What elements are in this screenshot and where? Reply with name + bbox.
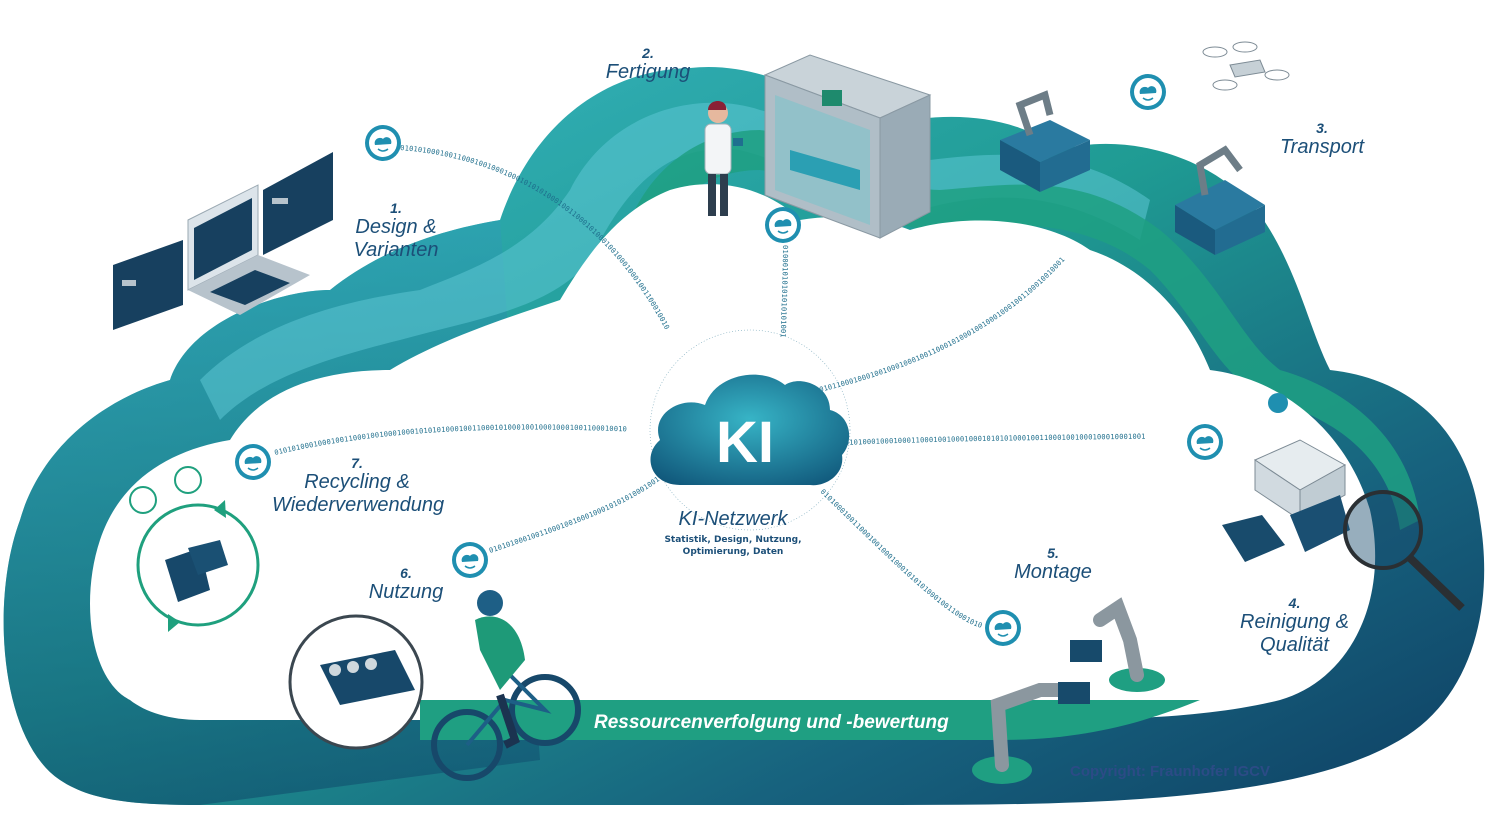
cloud-sensor-icon (365, 125, 401, 161)
step-title-line1: Recycling & (304, 471, 410, 494)
step-title-line1: Reinigung & (1240, 611, 1349, 634)
ki-network-subtitle: Statistik, Design, Nutzung, Optimierung,… (648, 535, 818, 558)
resource-tracking-label: Ressourcenverfolgung und -bewertung (594, 712, 949, 733)
recycling-cycle-icon (129, 466, 260, 632)
step-label-reinigung: 4. Reinigung & Qualität (1232, 595, 1357, 657)
step-label-nutzung: 6. Nutzung (356, 565, 456, 604)
step-label-transport: 3. Transport (1272, 120, 1372, 159)
step-number: 2. (642, 45, 654, 61)
step-label-recycling: 7. Recycling & Wiederverwendung (272, 455, 445, 517)
transport-robot-icon (1000, 90, 1090, 192)
step-number: 1. (390, 200, 402, 216)
step-number: 7. (351, 455, 363, 471)
step-number: 3. (1316, 120, 1328, 136)
step-title-line1: Montage (1014, 561, 1092, 584)
ki-network-title: KI-Netzwerk (678, 508, 788, 530)
cloud-sensor-icon (452, 542, 488, 578)
sensor-icons (235, 74, 1223, 646)
ki-logo-text: KI (716, 410, 774, 475)
copyright-notice: Copyright: Fraunhofer IGCV (1070, 763, 1270, 780)
step-number: 4. (1288, 595, 1301, 611)
cloud-sensor-icon (765, 207, 801, 243)
cloud-sensor-icon (1187, 424, 1223, 460)
cloud-sensor-icon (235, 444, 271, 480)
worker-person-icon (704, 101, 743, 216)
binary-link-fertigung: 010001010101010101001 (779, 245, 789, 338)
assembly-robot-icon (1070, 597, 1165, 692)
assembly-arm-icon (972, 682, 1090, 784)
step-label-montage: 5. Montage (1003, 545, 1103, 584)
step-number: 5. (1047, 545, 1059, 561)
step-title-line1: Fertigung (605, 61, 691, 84)
zoom-lens-icon (288, 614, 424, 750)
binary-ring (649, 329, 851, 531)
transport-vehicle-icon (1175, 145, 1265, 255)
cloud-green-ribbon (620, 130, 1420, 530)
cloud-sensor-icon (1130, 74, 1166, 110)
step-label-design: 1. Design & Varianten (346, 200, 446, 262)
subtitle-line: Optimierung, Daten (682, 546, 784, 557)
magnifier-icon (1343, 490, 1465, 611)
step-title-line1: Design & (355, 216, 437, 239)
step-title-line1: Nutzung (368, 581, 444, 604)
drone-icon (1202, 41, 1290, 91)
step-title-line1: Transport (1279, 136, 1365, 159)
step-number: 6. (400, 565, 412, 581)
cleaning-station-icon (1222, 393, 1350, 562)
step-title-line2: Varianten (353, 239, 439, 262)
cyclist-icon (431, 590, 581, 781)
subtitle-line: Statistik, Design, Nutzung, (664, 535, 802, 545)
step-label-fertigung: 2. Fertigung (598, 45, 698, 84)
ki-cloud-logo: KI (650, 374, 850, 486)
cloud-sensor-icon (985, 610, 1021, 646)
3d-printer-icon (763, 54, 932, 239)
step-title-line2: Wiederverwendung (272, 494, 445, 517)
design-workstation-icon (113, 152, 333, 330)
step-title-line2: Qualität (1260, 634, 1329, 657)
